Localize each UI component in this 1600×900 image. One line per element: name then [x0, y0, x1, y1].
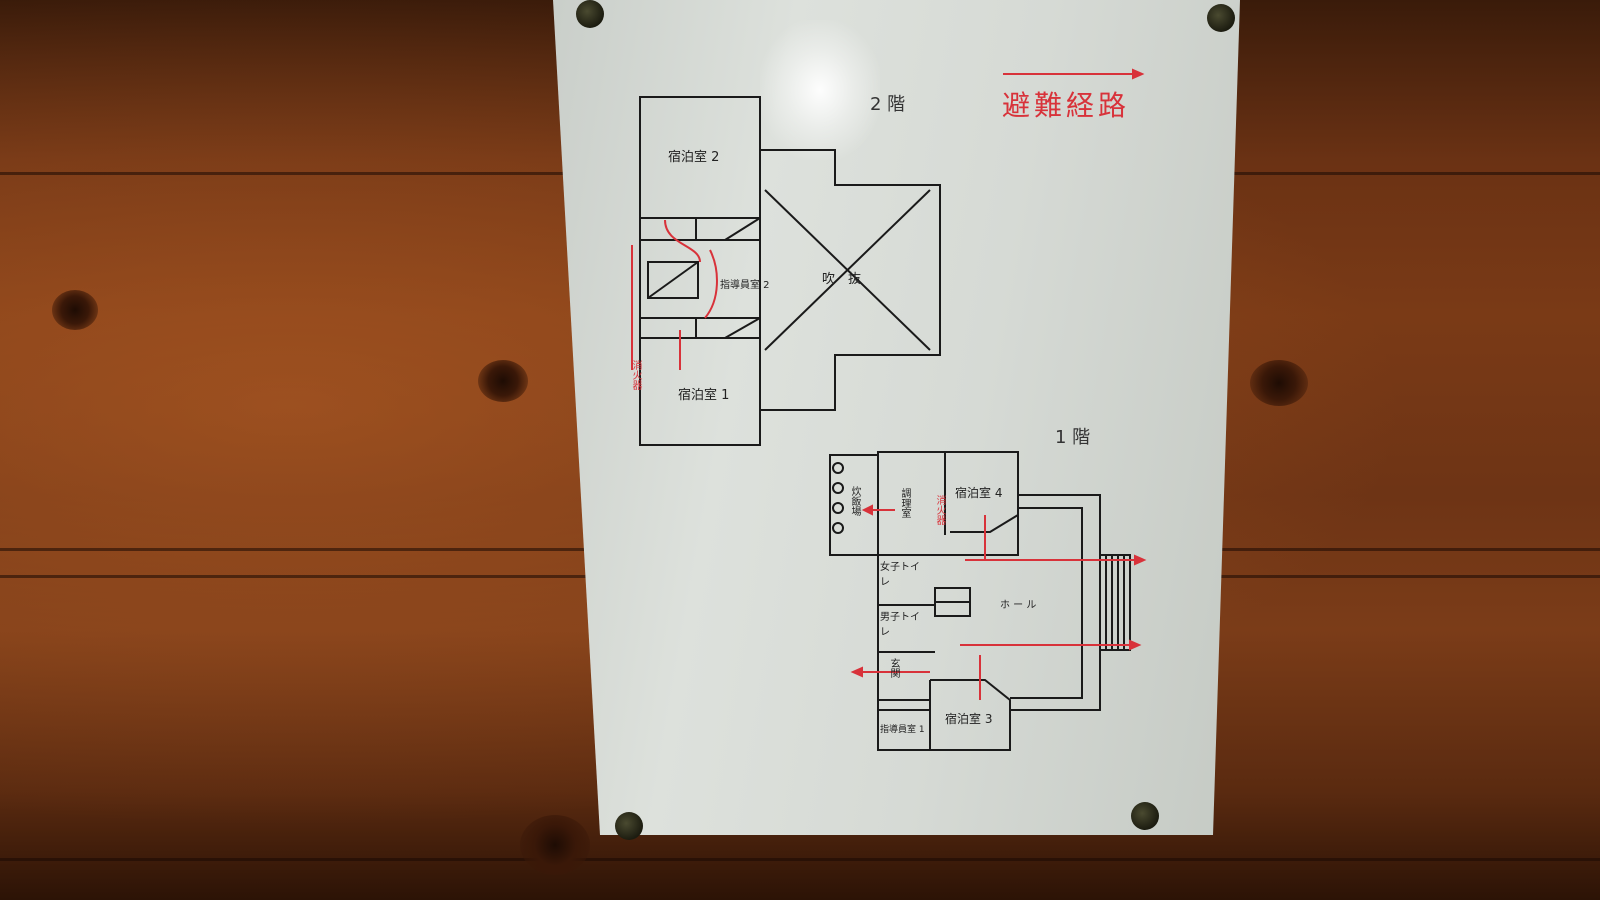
- kitchen-prep-label: 調理室: [899, 488, 910, 518]
- evacuation-route-legend: 避難経路: [1002, 89, 1131, 122]
- men-toilet-label: 男子トイレ: [880, 612, 920, 638]
- wood-knot: [520, 815, 590, 875]
- pin-bottom-left: [615, 812, 643, 840]
- plank-seam: [0, 858, 1600, 861]
- floor1-heading: 1 階: [1055, 427, 1091, 448]
- evacuation-routes: [631, 68, 1147, 700]
- hall-label: ホ ー ル: [1000, 600, 1037, 611]
- room-guest1-label: 宿泊室 1: [678, 388, 730, 403]
- floor2-wing: [639, 96, 761, 446]
- room-guest2-label: 宿泊室 2: [668, 150, 720, 165]
- pin-top-right: [1207, 4, 1235, 32]
- wood-knot: [478, 360, 528, 402]
- women-toilet-label: 女子トイレ: [880, 562, 920, 588]
- entrance-label: 玄関: [888, 658, 899, 678]
- kitchen-cook-label: 炊飯場: [849, 486, 860, 516]
- stairs: [1099, 554, 1131, 651]
- glare-reflection: [760, 20, 880, 160]
- room-staff1-label: 指導員室 1: [880, 725, 925, 735]
- room-guest4-label: 宿泊室 4: [955, 486, 1003, 500]
- evacuation-map-sign: [553, 0, 1240, 835]
- pin-bottom-right: [1131, 802, 1159, 830]
- floor2-extinguisher-label: 消火器: [630, 360, 641, 390]
- room-guest3-label: 宿泊室 3: [945, 712, 993, 726]
- wood-knot: [1250, 360, 1308, 406]
- room-staff2-label: 指導員室 2: [720, 280, 770, 291]
- pin-top-left: [576, 0, 604, 28]
- wood-knot: [52, 290, 98, 330]
- atrium-label: 吹 抜: [822, 272, 862, 287]
- atrium-outline: [760, 149, 941, 411]
- floor2-heading: 2 階: [870, 94, 906, 115]
- floor1-extinguisher-label: 消火器: [934, 495, 945, 525]
